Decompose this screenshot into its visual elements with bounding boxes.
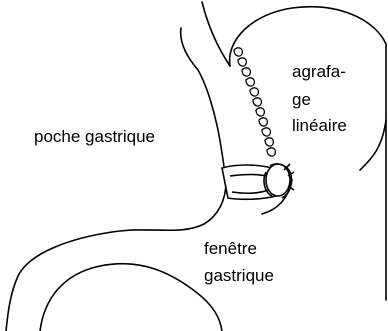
- staple-line: [234, 48, 275, 156]
- gastric-band: [222, 164, 294, 199]
- staple-line-label-line-1: agrafa-: [292, 60, 346, 84]
- staple-line-label-line-3: linéaire: [292, 114, 347, 138]
- staple-line-label-line-2: ge: [292, 88, 311, 112]
- window-label-line-1: fenêtre: [204, 237, 257, 261]
- pouch-label: poche gastrique: [34, 125, 155, 149]
- window-label-line-2: gastrique: [204, 264, 274, 288]
- antrum-inner-contour: [40, 264, 222, 331]
- esophagus-right-wall: [202, 2, 230, 66]
- esophagus-left-wall: [181, 28, 226, 182]
- greater-curve-inner: [360, 120, 386, 170]
- stomach-left-contour: [6, 182, 226, 331]
